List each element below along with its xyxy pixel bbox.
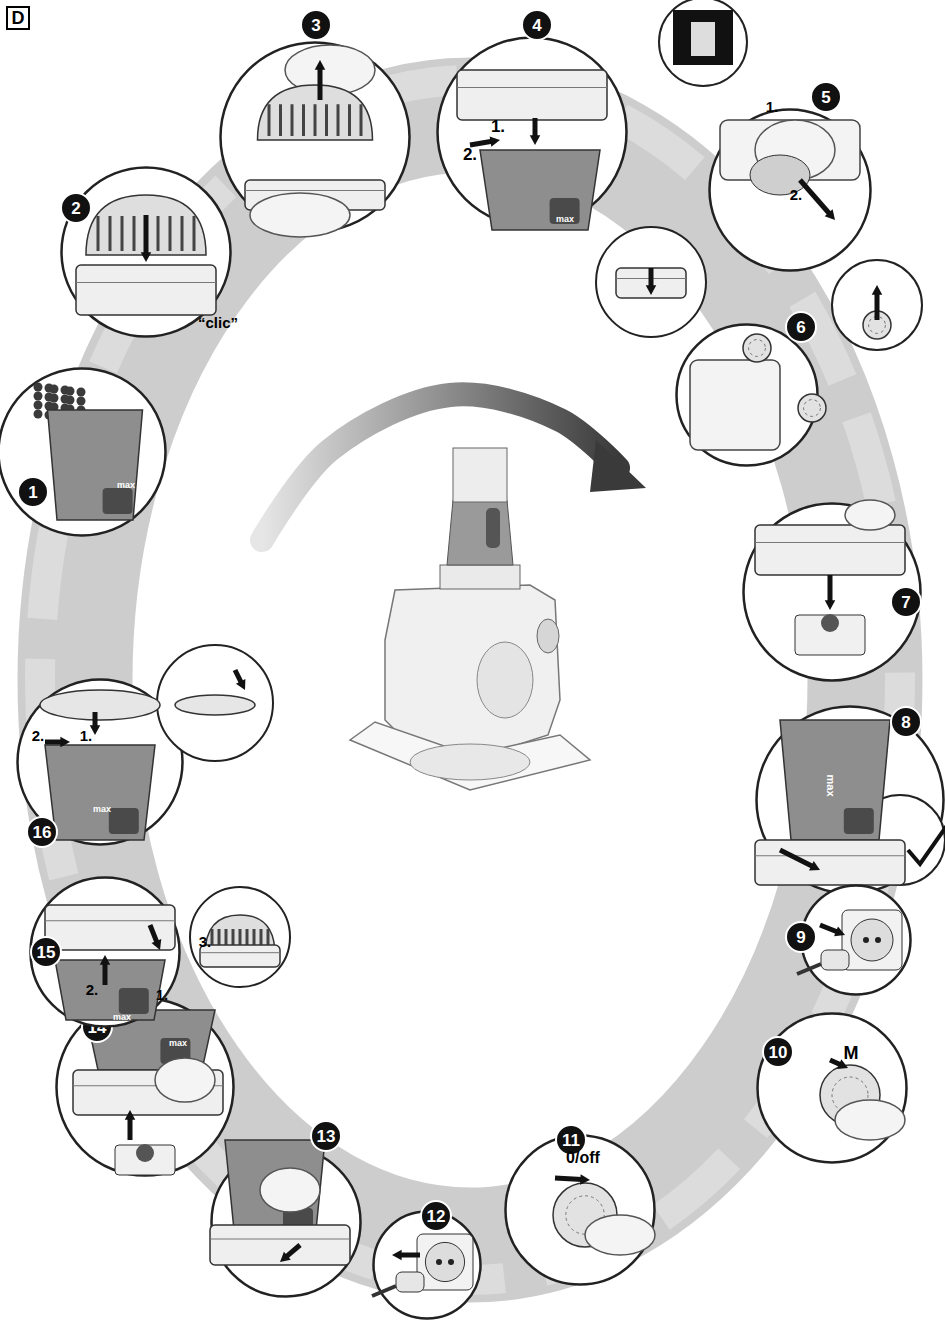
step-outline [436, 36, 628, 228]
step-circle: 151.2.3.max [29, 876, 181, 1028]
step-label: 1. [766, 99, 779, 114]
step-badge: 16 [26, 816, 58, 848]
step-illustration [372, 1234, 473, 1296]
step-circle: 9 [800, 884, 912, 996]
step-illustration [457, 70, 607, 230]
step-illustration [76, 195, 216, 315]
step-circle: 6 [675, 323, 819, 467]
step-badge: 6 [785, 311, 817, 343]
step-outline [675, 323, 819, 467]
step-outline [210, 1146, 362, 1298]
direction-arrow [262, 394, 618, 540]
step-number: 8 [901, 714, 910, 731]
step-label: 2. [790, 187, 803, 202]
step-circle: 110/off [504, 1134, 656, 1286]
step-illustration [820, 1059, 905, 1140]
step-number: 2 [71, 200, 80, 217]
step-number: 16 [33, 824, 52, 841]
step-circle: 16 2. 1. max [16, 678, 184, 846]
step-circle: 1 max [0, 367, 167, 537]
step-number: 3 [311, 17, 320, 34]
step-label: 1. [80, 728, 93, 743]
step-outline [800, 884, 912, 996]
step-illustration [34, 383, 143, 521]
step-circle: 13 [210, 1146, 362, 1298]
step-circle: 3 [219, 41, 411, 233]
step-label: max [825, 774, 836, 796]
step-label: “clic” [198, 315, 238, 330]
step-number: 1 [28, 484, 37, 501]
step-circle: 41.2.max [436, 36, 628, 228]
step-illustration [45, 905, 280, 1020]
step-label: max [117, 481, 135, 490]
step-badge: 13 [310, 1120, 342, 1152]
swoosh-ring [75, 115, 865, 1245]
step-badge: 7 [890, 586, 922, 618]
step-outline [60, 166, 232, 338]
step-badge: 5 [810, 81, 842, 113]
step-label: 1. [491, 118, 505, 135]
step-illustration [616, 10, 860, 298]
step-label: 0/off [566, 1150, 600, 1166]
step-badge: 8 [890, 706, 922, 738]
step-badge: 1 [17, 476, 49, 508]
step-number: 15 [37, 944, 56, 961]
step-number: 9 [796, 929, 805, 946]
step-badge: 4 [521, 9, 553, 41]
step-number: 10 [769, 1044, 788, 1061]
step-label: 2. [463, 146, 477, 163]
step-number: 4 [532, 17, 541, 34]
step-circle: 12 [372, 1210, 482, 1320]
step-outline [756, 1012, 908, 1164]
step-label: max [93, 805, 111, 814]
step-illustration [73, 1010, 223, 1175]
direction-arrowhead [590, 440, 646, 492]
step-label: 1. [156, 987, 169, 1002]
step-circle: 7 [742, 502, 922, 682]
step-illustration [210, 1140, 350, 1265]
step-label: M [844, 1044, 859, 1062]
step-illustration [755, 720, 945, 885]
appliance [350, 448, 590, 790]
figure-letter: D [6, 6, 30, 30]
step-badge: 12 [420, 1200, 452, 1232]
step-circle: 2“clic” [60, 166, 232, 338]
step-badge: 15 [30, 936, 62, 968]
step-illustration [553, 1174, 655, 1255]
step-outline [219, 41, 411, 233]
step-label: max [556, 215, 574, 224]
step-badge: 9 [785, 921, 817, 953]
step-label: 2. [86, 982, 99, 997]
step-badge: 3 [300, 9, 332, 41]
step-number: 7 [901, 594, 910, 611]
step-circle: 51.2. [708, 108, 872, 272]
step-illustration [245, 45, 385, 237]
step-number: 12 [427, 1208, 446, 1225]
step-circle: 10 M [756, 1012, 908, 1164]
step-label: 2. [32, 728, 45, 743]
step-illustration [40, 670, 255, 840]
step-outline [0, 367, 167, 537]
step-label: 3. [199, 934, 212, 949]
step-badge: 2 [60, 192, 92, 224]
step-circle: 8 max [755, 705, 945, 895]
step-badge: 10 [762, 1036, 794, 1068]
step-number: 13 [317, 1128, 336, 1145]
step-label: max [113, 1013, 131, 1022]
step-number: 5 [821, 89, 830, 106]
step-illustration [755, 500, 905, 655]
step-illustration [690, 285, 891, 450]
step-label: max [169, 1039, 187, 1048]
step-number: 6 [796, 319, 805, 336]
step-number: 11 [562, 1132, 580, 1149]
